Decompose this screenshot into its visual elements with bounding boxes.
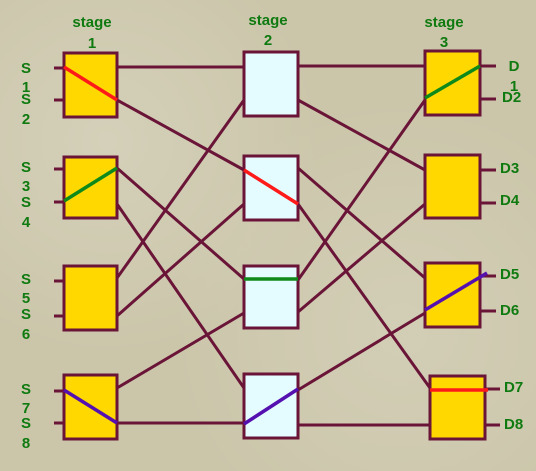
svg-text:S: S	[21, 159, 31, 176]
svg-text:stage: stage	[248, 12, 287, 29]
svg-text:5: 5	[22, 290, 30, 307]
dest-label-d7: D7	[504, 379, 523, 396]
svg-text:1: 1	[22, 79, 30, 96]
dest-label-d8: D8	[504, 416, 523, 433]
svg-text:8: 8	[22, 435, 30, 452]
svg-text:D: D	[509, 58, 520, 75]
switch-state-purple-cross	[63, 388, 118, 425]
svg-text:1: 1	[510, 78, 518, 95]
svg-text:4: 4	[22, 214, 31, 231]
svg-text:S: S	[21, 194, 31, 211]
source-label-s7: S 7	[21, 381, 31, 417]
stage2-switch-3	[242, 264, 300, 330]
switch-state-purple-cross	[243, 387, 299, 426]
wires-stage1-to-stage2	[115, 65, 246, 425]
svg-text:S: S	[21, 381, 31, 398]
svg-text:3: 3	[440, 34, 448, 51]
svg-text:S: S	[21, 60, 31, 77]
source-label-s1: S 1	[21, 60, 31, 96]
source-label-s2: S 2	[21, 91, 31, 128]
svg-text:S: S	[21, 306, 31, 323]
stage2-switch-2	[242, 154, 300, 222]
stage3-switch-1	[423, 49, 482, 117]
input-pins	[54, 66, 64, 425]
svg-text:7: 7	[22, 400, 30, 417]
switch-state-red-cross	[63, 65, 118, 102]
source-label-s8: S 8	[21, 415, 31, 452]
wires-stage2-to-stage3	[296, 64, 432, 427]
output-pins	[480, 64, 500, 427]
source-label-s3: S 3	[21, 159, 31, 195]
source-label-s5: S 5	[21, 271, 31, 307]
svg-text:2: 2	[22, 111, 30, 128]
svg-text:2: 2	[264, 32, 272, 49]
switch-state-green-cross	[424, 64, 481, 100]
switch-state-green-cross	[63, 166, 118, 203]
dest-label-d5: D5	[500, 266, 519, 283]
stage2-switch-1	[242, 50, 300, 118]
stage2-switch-4	[242, 372, 300, 440]
source-label-s6: S 6	[21, 306, 31, 343]
stage-1-label: stage 1	[72, 14, 111, 52]
stage1-switch-3	[62, 264, 119, 332]
stage-2-label: stage 2	[248, 12, 287, 49]
svg-text:stage: stage	[424, 14, 463, 31]
stage3-switch-4	[428, 374, 488, 441]
svg-text:stage: stage	[72, 14, 111, 31]
stage1-switch-2	[62, 155, 119, 220]
stage-3-label: stage 3	[424, 14, 463, 51]
svg-text:3: 3	[22, 178, 30, 195]
svg-text:S: S	[21, 271, 31, 288]
dest-label-d3: D3	[500, 160, 519, 177]
svg-text:6: 6	[22, 326, 30, 343]
stage3-switch-3	[423, 261, 488, 329]
svg-text:S: S	[21, 415, 31, 432]
source-label-s4: S 4	[21, 194, 31, 231]
svg-text:S: S	[21, 91, 31, 108]
svg-text:1: 1	[88, 35, 96, 52]
stage1-switch-1	[62, 51, 119, 119]
stage3-switch-2	[423, 153, 482, 220]
dest-label-d1: D 1	[509, 58, 520, 95]
dest-label-d2: D2	[502, 89, 521, 106]
switch-state-purple-cross	[424, 271, 488, 312]
dest-label-d6: D6	[500, 302, 519, 319]
stage1-switch-4	[62, 373, 119, 441]
dest-label-d4: D4	[500, 192, 520, 209]
switch-state-red-cross	[243, 168, 299, 206]
